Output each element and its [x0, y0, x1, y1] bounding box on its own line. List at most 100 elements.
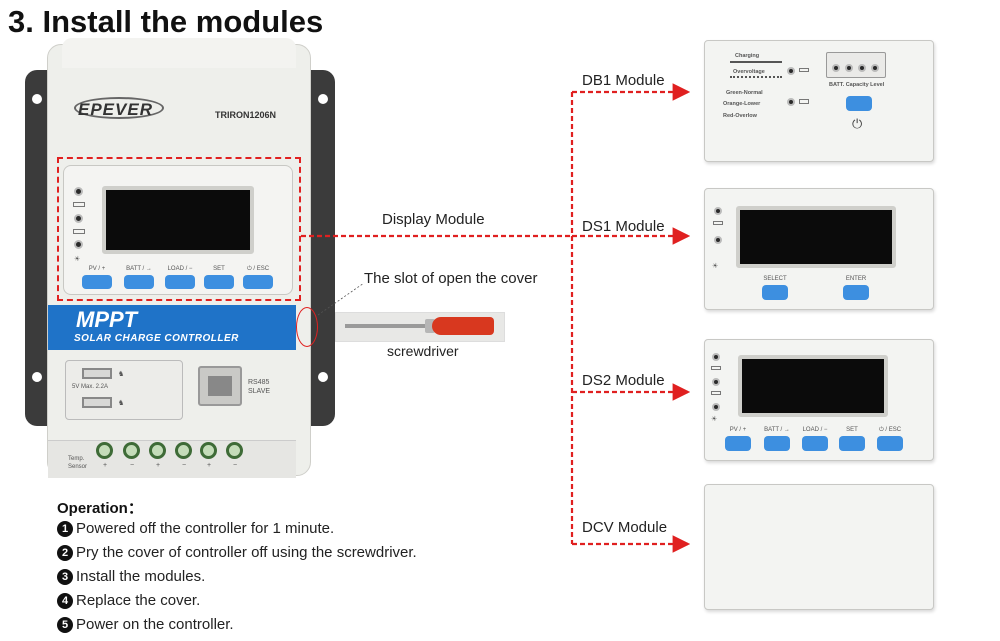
temp-sensor-label: Temp. Sensor: [68, 456, 88, 470]
db1-orange-label: Orange-Lower: [723, 101, 761, 107]
button-label: PV / +: [88, 266, 106, 272]
capacity-led: [871, 64, 879, 72]
ds2-pv-button[interactable]: [725, 436, 751, 451]
ds1-select-button[interactable]: [762, 285, 788, 300]
controller-top-cap: [62, 38, 296, 68]
terminal-screw: [200, 442, 217, 459]
pv-icon: [799, 68, 809, 72]
ds1-module-label: DS1 Module: [582, 218, 665, 235]
step-text: Install the modules.: [76, 568, 206, 585]
battery-icon: [73, 229, 85, 234]
db1-status-led: [787, 67, 795, 75]
status-led: [712, 378, 720, 386]
ds2-button-label: LOAD / −: [802, 427, 828, 433]
terminal-sign: +: [156, 462, 161, 469]
display-module-highlight: [57, 157, 301, 301]
step-text: Power on the controller.: [76, 616, 234, 633]
terminal-sign: +: [207, 462, 212, 469]
status-led: [74, 240, 83, 249]
brand-logo: EPEVER: [78, 100, 153, 119]
db1-charging-label: Charging: [735, 53, 760, 59]
pv-icon: [713, 221, 723, 225]
usb-port[interactable]: [82, 397, 112, 408]
rs485-jack: [208, 376, 232, 396]
ds2-button-label: SET: [846, 427, 858, 433]
status-led: [712, 353, 720, 361]
capacity-led: [832, 64, 840, 72]
pv-icon: [73, 202, 85, 207]
usb-icon: ♞: [118, 400, 125, 407]
ds1-button-label: ENTER: [845, 276, 867, 282]
operation-step: 2 Pry the cover of controller off using …: [57, 544, 417, 561]
terminal-screw: [226, 442, 243, 459]
rs485-label: RS485 SLAVE: [248, 379, 271, 395]
mppt-band: [48, 305, 296, 350]
terminal-screw: [149, 442, 166, 459]
operation-step: 5 Power on the controller.: [57, 616, 234, 633]
db1-battery-led: [787, 98, 795, 106]
db1-module: [704, 40, 934, 162]
mount-hole: [318, 372, 328, 382]
ds1-enter-button[interactable]: [843, 285, 869, 300]
db1-red-label: Red-Overlow: [723, 113, 757, 119]
load-button[interactable]: [165, 275, 195, 289]
terminal-sign: −: [233, 462, 238, 469]
pv-icon: [711, 366, 721, 370]
ds2-button-label: BATT / →: [764, 427, 790, 433]
button-label: BATT / →: [126, 266, 152, 272]
ds2-esc-button[interactable]: [877, 436, 903, 451]
controller-lcd-screen: [102, 186, 254, 254]
step-number: 1: [57, 520, 73, 537]
display-module-label: Display Module: [382, 211, 485, 228]
operation-heading: Operation：: [57, 500, 143, 517]
terminal-screw: [175, 442, 192, 459]
cover-slot-marker: [296, 307, 318, 347]
ds2-module-label: DS2 Module: [582, 372, 665, 389]
ds2-button-label: ⏻ / ESC: [878, 427, 902, 433]
step-text: Replace the cover.: [76, 592, 201, 609]
status-led: [714, 207, 722, 215]
set-button[interactable]: [204, 275, 234, 289]
db1-overvoltage-label: Overvoltage: [733, 69, 765, 75]
terminal-sign: +: [103, 462, 108, 469]
db1-module-label: DB1 Module: [582, 72, 665, 89]
cover-slot-label: The slot of open the cover: [364, 270, 538, 287]
mppt-subtitle: SOLAR CHARGE CONTROLLER: [74, 333, 239, 344]
dcv-module-label: DCV Module: [582, 519, 668, 536]
screwdriver-ferrule: [425, 319, 435, 333]
batt-button[interactable]: [124, 275, 154, 289]
mount-hole: [318, 94, 328, 104]
slot-pointer-line: [317, 282, 365, 316]
button-label: LOAD / −: [167, 266, 193, 272]
step-number: 4: [57, 592, 73, 609]
usb-port[interactable]: [82, 368, 112, 379]
db1-green-label: Green-Normal: [726, 90, 763, 96]
status-led: [712, 403, 720, 411]
db1-capacity-label: BATT. Capacity Level: [829, 82, 885, 88]
mount-hole: [32, 372, 42, 382]
battery-icon: [799, 99, 809, 104]
operation-step: 3 Install the modules.: [57, 568, 205, 585]
terminal-screw: [96, 442, 113, 459]
db1-power-button[interactable]: [846, 96, 872, 111]
usb-rating: 5V Max. 2.2A: [72, 384, 109, 390]
ds2-lcd-screen: [738, 355, 888, 417]
button-label: ⏻ / ESC: [246, 266, 270, 272]
terminal-strip: [48, 440, 296, 478]
brand-logo-ring: [74, 97, 164, 119]
capacity-led: [845, 64, 853, 72]
esc-button[interactable]: [243, 275, 273, 289]
ds2-set-button[interactable]: [839, 436, 865, 451]
terminal-sign: −: [130, 462, 135, 469]
ds1-lcd-screen: [736, 206, 896, 268]
ds2-load-button[interactable]: [802, 436, 828, 451]
model-number: TRIRON1206N: [215, 110, 277, 120]
ds2-button-label: PV / +: [729, 427, 747, 433]
load-bulb-icon: ☀: [712, 263, 719, 270]
pv-button[interactable]: [82, 275, 112, 289]
ds2-batt-button[interactable]: [764, 436, 790, 451]
step-text: Pry the cover of controller off using th…: [76, 544, 417, 561]
step-number: 2: [57, 544, 73, 561]
screwdriver-handle: [432, 317, 494, 335]
